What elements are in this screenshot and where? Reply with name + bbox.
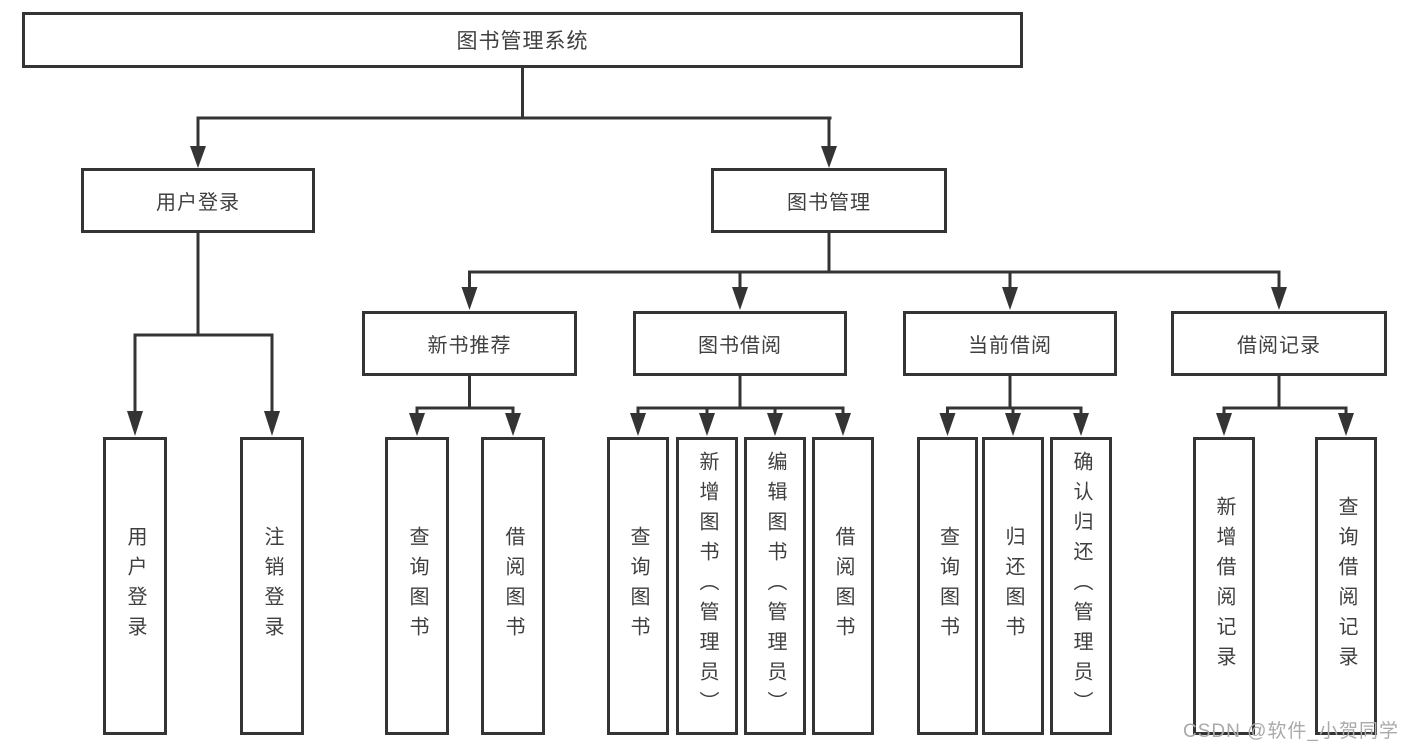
node-label: 新书推荐 [427,335,512,357]
node-label: 确认归还（管理员） [1070,451,1092,721]
node-label: 注销登录 [261,526,283,646]
node-leaf-query-borrow-record: 查询借阅记录 [1315,437,1377,735]
node-label: 查询图书 [406,526,428,646]
node-root: 图书管理系统 [22,12,1023,68]
node-book-management: 图书管理 [711,168,947,233]
node-borrowing-records: 借阅记录 [1171,311,1387,376]
node-label: 用户登录 [156,192,240,214]
node-label: 借阅图书 [832,526,854,646]
node-label: 图书借阅 [698,335,782,357]
node-new-book-recommend: 新书推荐 [362,311,577,376]
node-label: 编辑图书（管理员） [764,451,786,721]
node-leaf-borrow-books: 借阅图书 [812,437,874,735]
node-leaf-edit-books-admin: 编辑图书（管理员） [744,437,806,735]
csdn-watermark: CSDN @软件_小贺同学 [1183,721,1399,742]
node-label: 借阅记录 [1237,335,1321,357]
node-label: 用户登录 [124,526,146,646]
node-label: 新增借阅记录 [1213,496,1235,676]
node-label: 查询图书 [627,526,649,646]
node-label: 查询借阅记录 [1335,496,1357,676]
node-label: 当前借阅 [968,335,1052,357]
node-leaf-logout-login: 注销登录 [240,437,304,735]
node-leaf-confirm-return-admin: 确认归还（管理员） [1050,437,1112,735]
node-current-borrowing: 当前借阅 [903,311,1117,376]
node-label: 图书管理 [787,192,871,214]
node-leaf-query-books-borrowing: 查询图书 [607,437,669,735]
node-book-borrowing: 图书借阅 [633,311,847,376]
node-leaf-add-books-admin: 新增图书（管理员） [676,437,738,735]
node-leaf-user-login: 用户登录 [103,437,167,735]
node-label: 新增图书（管理员） [696,451,718,721]
node-leaf-borrow-books-recommend: 借阅图书 [481,437,545,735]
node-leaf-query-books-recommend: 查询图书 [385,437,449,735]
node-label: 归还图书 [1002,526,1024,646]
node-label: 查询图书 [936,526,959,646]
node-leaf-add-borrow-record: 新增借阅记录 [1193,437,1255,735]
node-label: 图书管理系统 [456,30,589,53]
node-leaf-query-books-current: 查询图书 [917,437,978,735]
node-leaf-return-books: 归还图书 [982,437,1044,735]
node-label: 借阅图书 [502,526,524,646]
node-user-login: 用户登录 [81,168,315,233]
